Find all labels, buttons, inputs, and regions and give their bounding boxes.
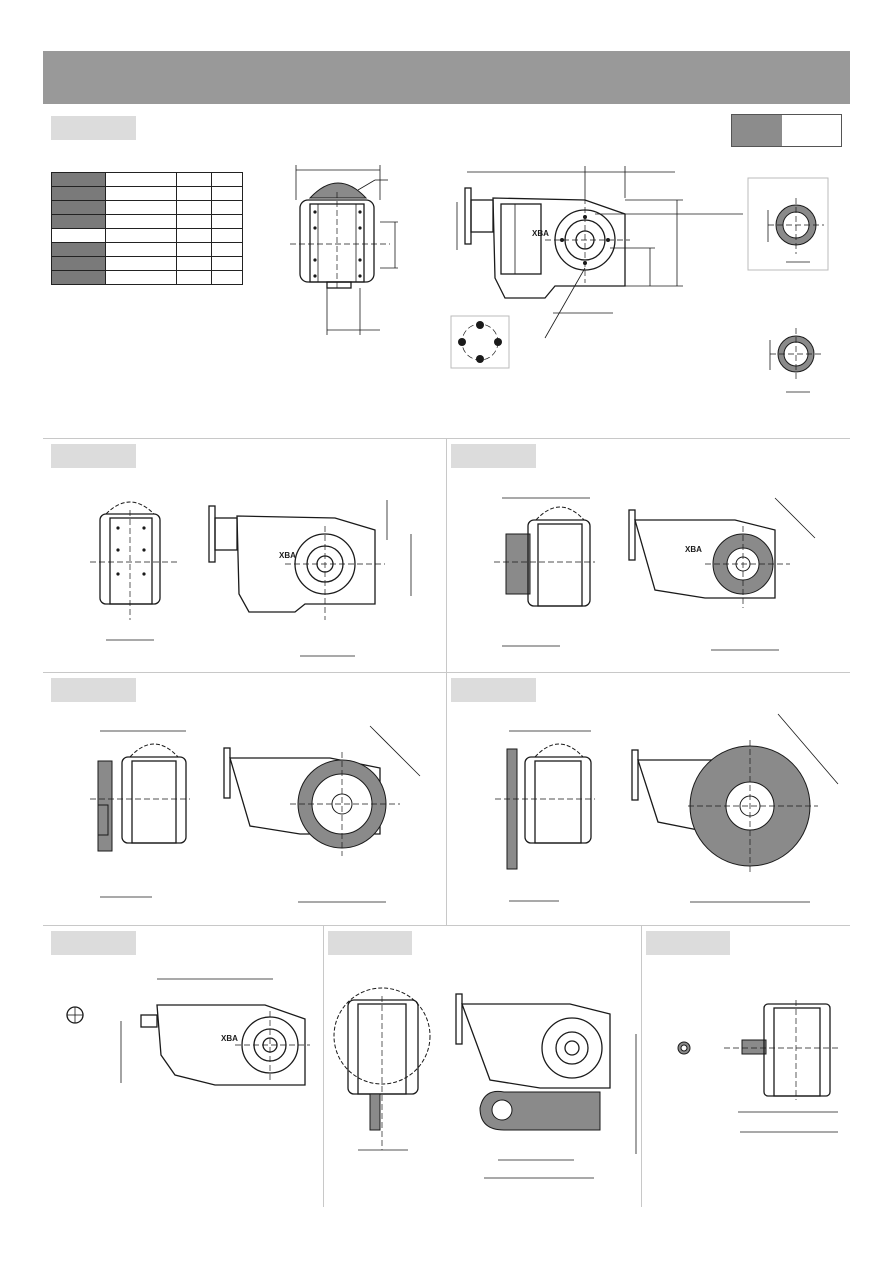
option-1-side-view-drawing: XBA [208, 500, 412, 657]
table-row [51, 172, 243, 187]
brand-mark: XBA [279, 551, 296, 560]
divider-col-b1 [323, 925, 324, 1207]
section-tab-option-4 [451, 678, 536, 702]
option-4-side-view-drawing [631, 713, 839, 903]
divider-row-3 [43, 925, 850, 926]
option-2-end-view-drawing [494, 497, 595, 647]
divider-col-mid [446, 438, 447, 925]
table-row [51, 242, 243, 257]
section-tab-option-7 [646, 931, 730, 955]
brand-mark: XBA [221, 1034, 238, 1043]
keyway-callout-1 [747, 177, 829, 271]
option-1-end-view-drawing [90, 501, 180, 641]
option-3-end-view-drawing [90, 730, 190, 898]
standard-end-view-drawing [290, 165, 398, 335]
header-bar [43, 51, 850, 104]
section-tab-option-5 [51, 931, 136, 955]
section-tab-option-1 [51, 444, 136, 468]
section-tab-standard [51, 116, 136, 140]
option-2-side-view-drawing: XBA [628, 497, 816, 651]
bolt-pattern-callout [450, 315, 510, 369]
table-row [51, 214, 243, 229]
option-4-end-view-drawing [495, 730, 595, 902]
section-tab-option-6 [328, 931, 412, 955]
variant-badge-fill [732, 115, 782, 146]
divider-col-b2 [641, 925, 642, 1207]
table-row [51, 228, 243, 243]
option-6-end-view-drawing [333, 987, 431, 1151]
keyway-callout-2 [769, 328, 824, 393]
table-row [51, 270, 243, 285]
option-7-drawing [677, 1000, 840, 1133]
section-tab-option-2 [451, 444, 536, 468]
standard-side-view-drawing: XBA [456, 166, 743, 339]
brand-mark: XBA [685, 545, 702, 554]
variant-badge [731, 114, 842, 147]
option-5-drawing: XBA [66, 978, 310, 1086]
table-row [51, 200, 243, 215]
brand-mark: XBA [532, 229, 549, 238]
table-row [51, 256, 243, 271]
section-tab-option-3 [51, 678, 136, 702]
option-3-side-view-drawing [223, 725, 421, 903]
table-row [51, 186, 243, 201]
dimension-table [51, 172, 243, 285]
option-6-side-view-drawing [455, 993, 637, 1179]
